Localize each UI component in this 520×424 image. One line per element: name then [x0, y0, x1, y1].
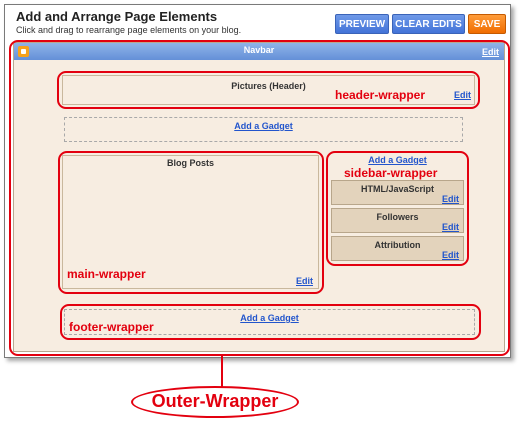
- header-wrapper-annotation: header-wrapper: [335, 88, 426, 102]
- add-gadget-link-top[interactable]: Add a Gadget: [234, 121, 293, 131]
- navbar-label: Navbar: [243, 45, 275, 55]
- gadget-label: HTML/JavaScript: [360, 184, 435, 194]
- header-section[interactable]: Pictures (Header) Edit: [62, 75, 475, 105]
- blogger-icon: [18, 46, 29, 57]
- sidebar-wrapper-annotation: sidebar-wrapper: [344, 166, 438, 180]
- save-button[interactable]: SAVE: [468, 14, 506, 34]
- gadget-edit-link[interactable]: Edit: [442, 194, 459, 204]
- navbar-section: Navbar Edit: [14, 43, 504, 60]
- main-wrapper-highlight: [58, 151, 324, 294]
- main-wrapper-annotation: main-wrapper: [67, 267, 146, 281]
- header-section-label: Pictures (Header): [231, 81, 306, 91]
- sidebar-wrapper-highlight: [326, 151, 469, 266]
- blog-posts-section[interactable]: Blog Posts Edit: [62, 155, 319, 289]
- add-gadget-link-footer[interactable]: Add a Gadget: [240, 313, 299, 323]
- outer-wrapper-annotation: Outer-Wrapper: [151, 391, 279, 411]
- clear-edits-button[interactable]: CLEAR EDITS: [392, 14, 465, 34]
- gadget-attribution[interactable]: Attribution Edit: [331, 236, 464, 261]
- page-title: Add and Arrange Page Elements: [16, 9, 218, 24]
- preview-button[interactable]: PREVIEW: [335, 14, 389, 34]
- add-gadget-area-top: Add a Gadget: [64, 117, 463, 142]
- page-subtitle: Click and drag to rearrange page element…: [16, 25, 242, 35]
- add-gadget-link-sidebar[interactable]: Add a Gadget: [368, 155, 427, 165]
- header-edit-link[interactable]: Edit: [454, 90, 471, 100]
- header-wrapper-highlight: [57, 71, 480, 109]
- gadget-edit-link[interactable]: Edit: [442, 222, 459, 232]
- gadget-edit-link[interactable]: Edit: [442, 250, 459, 260]
- outer-wrapper-connector: [221, 356, 223, 388]
- navbar-edit-link[interactable]: Edit: [482, 47, 499, 57]
- footer-wrapper-highlight: [60, 304, 481, 340]
- gadget-html-javascript[interactable]: HTML/JavaScript Edit: [331, 180, 464, 205]
- gadget-followers[interactable]: Followers Edit: [331, 208, 464, 233]
- gadget-label: Followers: [376, 212, 419, 222]
- blog-posts-edit-link[interactable]: Edit: [296, 276, 313, 286]
- outer-wrapper-callout: Outer-Wrapper: [131, 386, 299, 418]
- gadget-label: Attribution: [374, 240, 421, 250]
- blog-posts-label: Blog Posts: [166, 158, 214, 168]
- footer-wrapper-annotation: footer-wrapper: [69, 320, 154, 334]
- outer-wrapper-highlight: [9, 40, 510, 356]
- add-gadget-area-footer: Add a Gadget: [64, 309, 475, 335]
